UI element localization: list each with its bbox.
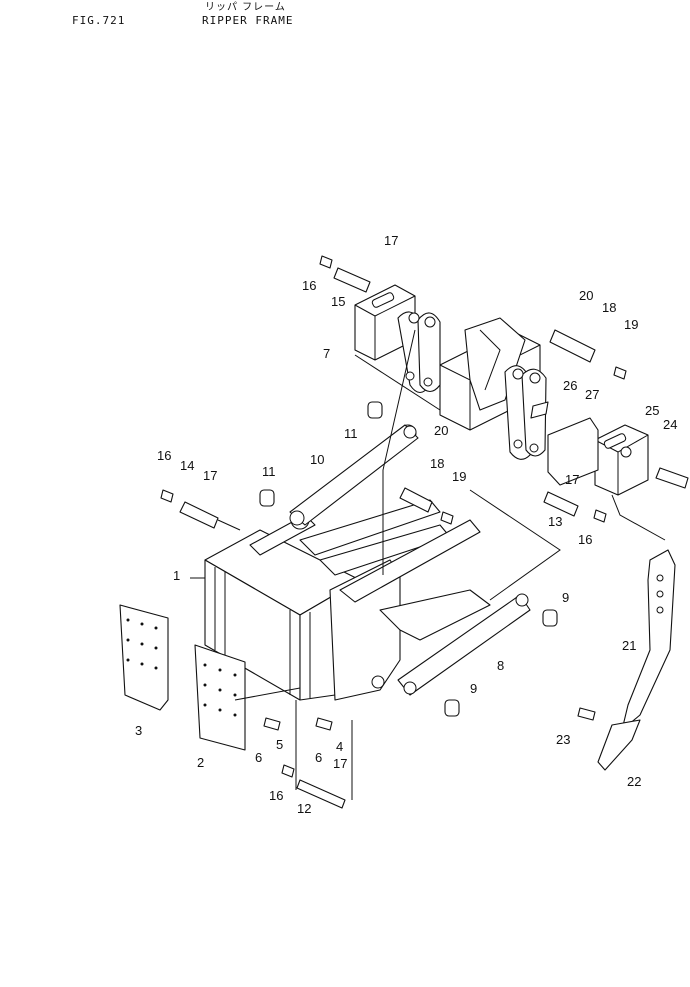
callout-16: 16 <box>157 448 171 463</box>
callout-25: 25 <box>645 403 659 418</box>
callout-3: 3 <box>135 723 142 738</box>
callout-16: 16 <box>302 278 316 293</box>
callout-18: 18 <box>602 300 616 315</box>
plate-3 <box>119 604 169 711</box>
callout-19: 19 <box>624 317 638 332</box>
callout-19: 19 <box>452 469 466 484</box>
callout-11: 11 <box>344 426 358 441</box>
callout-22: 22 <box>627 774 641 789</box>
callout-13: 13 <box>548 514 562 529</box>
callout-14: 14 <box>180 458 194 473</box>
diagram-title: RIPPER FRAME <box>202 14 294 27</box>
callout-18: 18 <box>430 456 444 471</box>
callout-1: 1 <box>173 568 180 583</box>
callout-16: 16 <box>578 532 592 547</box>
tip-22 <box>597 719 641 771</box>
beam-assembly <box>354 284 649 496</box>
callout-17: 17 <box>203 468 217 483</box>
callout-8: 8 <box>497 658 504 673</box>
callout-5: 5 <box>276 737 283 752</box>
callout-4: 4 <box>336 739 343 754</box>
callout-24: 24 <box>663 417 677 432</box>
callout-12: 12 <box>297 801 311 816</box>
callout-9: 9 <box>470 681 477 696</box>
callout-6: 6 <box>315 750 322 765</box>
pins <box>160 255 689 809</box>
leader-lines <box>190 329 666 800</box>
callout-9: 9 <box>562 590 569 605</box>
callout-11: 11 <box>262 464 276 479</box>
bolt-23 <box>577 707 596 721</box>
callout-17: 17 <box>384 233 398 248</box>
callout-27: 27 <box>585 387 599 402</box>
callout-16: 16 <box>269 788 283 803</box>
callout-10: 10 <box>310 452 324 467</box>
frame-main <box>204 424 491 701</box>
callout-17: 17 <box>333 756 347 771</box>
callout-21: 21 <box>622 638 636 653</box>
callout-6: 6 <box>255 750 262 765</box>
callout-20: 20 <box>434 423 448 438</box>
callout-2: 2 <box>197 755 204 770</box>
callout-17: 17 <box>565 472 579 487</box>
callout-20: 20 <box>579 288 593 303</box>
callout-26: 26 <box>563 378 577 393</box>
callout-7: 7 <box>323 346 330 361</box>
plate-2 <box>194 644 246 751</box>
figure-number: FIG.721 <box>72 14 126 27</box>
callout-23: 23 <box>556 732 570 747</box>
japanese-title: リッパ フレーム <box>205 2 286 13</box>
callout-15: 15 <box>331 294 345 309</box>
